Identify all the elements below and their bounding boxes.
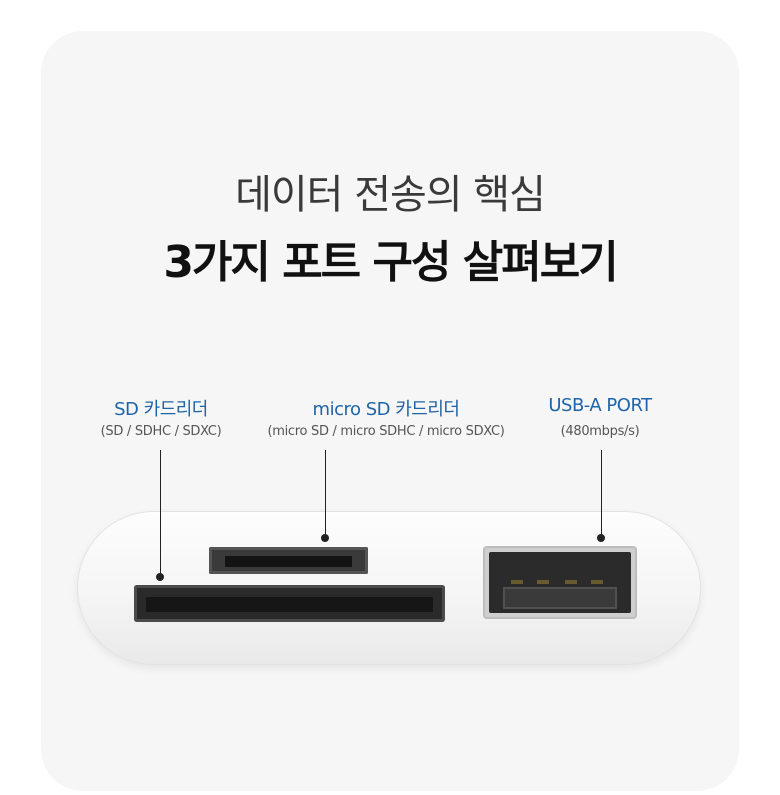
microsd-leader-line [325,450,326,536]
usb-tongue [503,587,617,609]
usb-leader-line [601,450,602,536]
usb-leader-dot [597,534,605,542]
sd-reader-label: SD 카드리더 [114,399,208,420]
microsd-reader-label: micro SD 카드리더 [312,399,460,420]
microsd-leader-dot [321,534,329,542]
usb-a-port [483,546,637,619]
sd-slot [134,585,445,622]
heading-subtitle: 데이터 전송의 핵심 [235,172,546,218]
usb-pin [537,580,549,584]
content-card [41,31,739,791]
usb-port-spec: (480mbps/s) [560,424,640,439]
usb-pin [565,580,577,584]
sd-reader-spec: (SD / SDHC / SDXC) [100,424,222,439]
microsd-slot-opening [225,556,352,567]
sd-leader-dot [156,573,164,581]
usb-a-port-opening [489,552,631,613]
sd-slot-opening [146,597,433,612]
usb-pin [511,580,523,584]
microsd-reader-spec: (micro SD / micro SDHC / micro SDXC) [267,424,505,439]
microsd-slot [209,547,368,574]
sd-leader-line [160,450,161,577]
usb-pin [591,580,603,584]
heading-title: 3가지 포트 구성 살펴보기 [163,237,618,288]
usb-port-label: USB-A PORT [548,395,652,416]
